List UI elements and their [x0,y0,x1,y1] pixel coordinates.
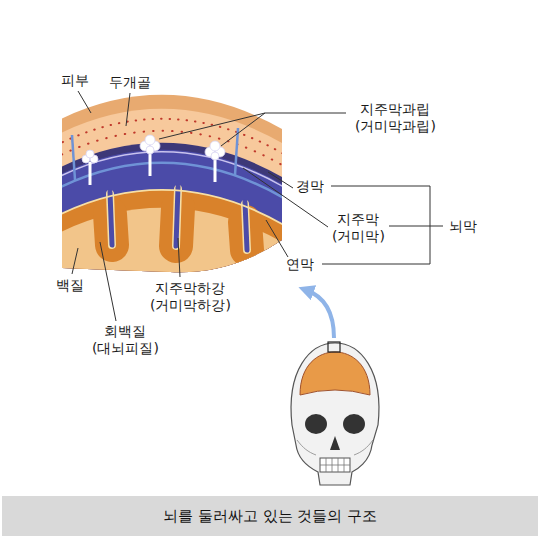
sulcus-space [245,202,247,250]
caption-bar [2,496,538,536]
bracket [322,186,443,264]
zoom-arrow [306,290,334,338]
leader-line [221,113,265,146]
figure-caption: 뇌를 둘러싸고 있는 것들의 구조 [163,507,377,525]
dura-layer [40,143,300,330]
structure-label: 두개골 [109,74,151,91]
granulation-lobe [211,152,219,160]
skull-layer [40,109,300,330]
brain-top [300,352,370,395]
pia-line [40,190,300,235]
sulcus-space [110,192,112,245]
leader-line [72,248,78,274]
bracket-tick [430,226,443,227]
eye-socket [305,414,327,434]
leader-line [159,113,346,139]
structure-label: 피부 [61,72,89,89]
leader-line [268,172,293,188]
white-matter [40,208,300,330]
bracket-tick [389,226,430,227]
leader-line [266,220,288,257]
structure-label: 뇌막 [449,218,477,235]
teeth [320,458,350,472]
structure-label: 지주막하강 (거미막하강) [150,280,231,314]
nasal-cavity [330,436,340,450]
skin-layer [40,95,300,330]
skull-figure [291,342,379,485]
skull-outline [291,343,379,485]
eye-socket [343,414,365,434]
arachnoid-granulation [82,135,225,185]
cheek-lines [297,440,373,455]
structure-label: 연막 [286,256,314,273]
structure-label: 백질 [56,277,84,294]
teeth-lines [320,458,350,472]
detail-box [328,342,340,352]
granulation-lobe [145,135,155,145]
bracket-line [322,186,430,264]
leader-lines [72,91,346,321]
structure-label: 경막 [296,178,324,195]
leader-line [178,238,180,277]
cross-section [40,95,300,330]
granulation-lobe [146,146,154,154]
leader-line [78,91,91,113]
leader-line [126,93,130,126]
structure-label: 지주막과립 (거미막과립) [355,101,436,135]
granulation-stalk [214,158,217,182]
blood-vessel [72,135,75,180]
structure-label: 지주막 (거미막) [332,211,385,245]
granulation-lobe [210,141,220,151]
structure-label: 회백질 (대뇌피질) [92,323,159,357]
granulation-stalk [89,162,92,185]
leader-line [243,168,328,227]
subarachnoid-space [40,150,300,330]
cortex [40,190,300,330]
granulation-lobe [86,150,94,158]
leader-line [100,242,116,321]
sulcus-space [176,187,178,246]
